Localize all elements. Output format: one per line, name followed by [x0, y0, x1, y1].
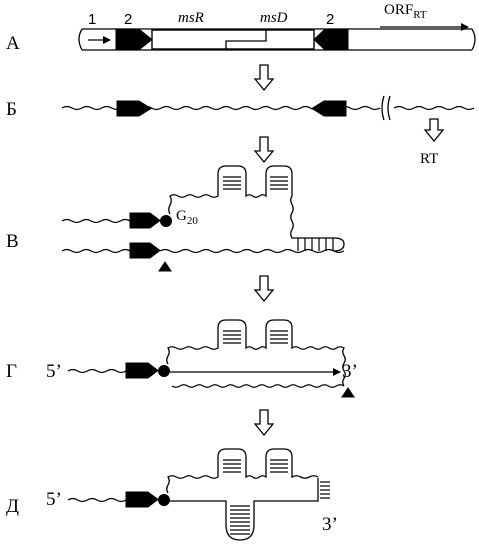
step-arrow-2: [253, 136, 275, 164]
left-bracket: [78, 28, 83, 51]
row-label-a: А: [6, 33, 20, 54]
label-g20: G20: [176, 208, 198, 227]
rna-lead-d: [67, 497, 127, 503]
right-bracket: [471, 28, 476, 51]
row-label-d: Д: [6, 496, 19, 517]
step-arrow-4: [253, 409, 275, 437]
transcript-break: [381, 95, 391, 121]
stem-loops-g: [223, 330, 288, 344]
msr-loop-d: [166, 448, 319, 494]
msr-loop-v: [168, 165, 345, 252]
ir-d: [125, 491, 159, 508]
label-5prime-g: 5’: [46, 361, 62, 382]
label-3prime-d: 3’: [322, 514, 338, 535]
label-rt: RT: [420, 151, 438, 167]
label-5prime-d: 5’: [46, 489, 62, 510]
row-label-g: Г: [6, 361, 17, 382]
g20-branch-dot: [160, 215, 172, 227]
msr-msd-box: [151, 29, 315, 50]
transcript-ir-right: [311, 100, 347, 117]
cleavage-marker-g: [341, 387, 355, 398]
msdna-end-stem: [320, 481, 330, 499]
msr-loop-g: [166, 319, 346, 388]
step-arrow-3: [253, 275, 275, 303]
transcript-ir-left: [116, 100, 152, 117]
rna-strand-upper: [61, 218, 131, 224]
branch-dot-d: [158, 494, 170, 506]
inverted-repeat-right: [313, 29, 349, 50]
label-ir-right: 2: [326, 11, 334, 28]
msdna-hairpin: [230, 505, 250, 535]
label-promoter-1: 1: [88, 11, 96, 28]
step-arrow-1: [253, 64, 275, 92]
label-ir-left: 2: [124, 11, 132, 28]
ir-g: [125, 362, 159, 379]
label-msd: msD: [260, 10, 288, 26]
rna-lead-g: [67, 368, 127, 374]
row-label-b: Б: [6, 99, 17, 120]
folded-ir-lower: [129, 242, 161, 259]
rna-strand-lower: [61, 248, 345, 254]
folded-ir-upper: [129, 212, 161, 229]
stem-loops-v: [223, 176, 334, 251]
row-label-v: В: [6, 231, 19, 252]
msr-msd-boundary: [225, 30, 267, 49]
branch-dot-g: [158, 365, 170, 377]
msdna-strand: [170, 478, 319, 541]
label-orf: ORFRT: [384, 2, 427, 21]
inverted-repeat-left: [115, 29, 153, 50]
translation-arrow: [423, 118, 445, 143]
stem-loops-d: [223, 459, 288, 473]
label-3prime-g: 3’: [342, 361, 358, 382]
label-msr: msR: [178, 10, 204, 26]
cleavage-marker-v: [158, 261, 172, 272]
